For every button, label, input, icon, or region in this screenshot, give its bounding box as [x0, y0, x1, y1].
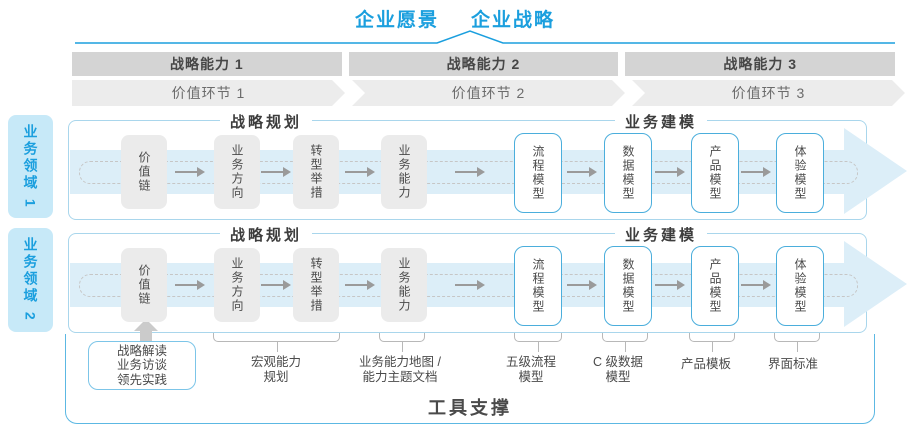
- box-transformation: 转型举措: [293, 135, 339, 209]
- flow-arrow-icon: [741, 280, 771, 290]
- brace-data-c: [602, 333, 648, 352]
- flow-arrow-icon: [567, 167, 597, 177]
- flow-arrow-icon: [655, 167, 685, 177]
- box-data-model: 数据模型: [604, 246, 652, 326]
- planning-header: 战略规划: [219, 111, 313, 132]
- box-process-model: 流程模型: [514, 246, 562, 326]
- box-experience-model: 体验模型: [776, 246, 824, 326]
- annotation-macro-capability: 宏观能力 规划: [250, 355, 302, 384]
- annotation-product-template: 产品模板: [680, 357, 732, 371]
- flow-arrow-icon: [655, 280, 685, 290]
- value-link-3: 价值环节 3: [632, 80, 905, 106]
- brace-macro-capability: [213, 333, 340, 352]
- capability-bar-2: 战略能力 2: [348, 52, 619, 76]
- domain-label-1: 业务领域 1: [8, 115, 53, 218]
- annotation-process-l5: 五级流程 模型: [505, 355, 557, 384]
- value-link-row: 价值环节 1 价值环节 2 价值环节 3: [72, 80, 905, 106]
- flow-arrow-icon: [175, 280, 205, 290]
- box-data-model: 数据模型: [604, 133, 652, 213]
- brace-product-template: [689, 333, 735, 352]
- flow-arrow-icon: [345, 280, 375, 290]
- domain-label-2: 业务领域 2: [8, 228, 53, 332]
- capability-bar-3: 战略能力 3: [625, 52, 896, 76]
- dashed-placeholder-band: [79, 274, 858, 297]
- box-business-direction: 业务方向: [214, 248, 260, 322]
- box-product-model: 产品模型: [691, 246, 739, 326]
- brace-capability-map: [379, 333, 425, 352]
- domain-lane-2: 战略规划 业务建模 价值链 业务方向 转型举措 业务能力 流程模型 数据模型 产…: [68, 224, 907, 333]
- annotation-ui-standard: 界面标准: [767, 357, 819, 371]
- flow-arrow-icon: [741, 167, 771, 177]
- enterprise-strategy-title: 企业战略: [471, 10, 556, 31]
- box-value-chain: 价值链: [121, 248, 167, 322]
- annotation-capability-map: 业务能力地图 / 能力主题文档: [359, 355, 441, 384]
- flow-arrow-icon: [567, 280, 597, 290]
- box-business-capability: 业务能力: [381, 135, 427, 209]
- box-transformation: 转型举措: [293, 248, 339, 322]
- box-value-chain: 价值链: [121, 135, 167, 209]
- flow-arrow-icon: [345, 167, 375, 177]
- capability-bar-1: 战略能力 1: [72, 52, 342, 76]
- flow-arrow-icon: [175, 167, 205, 177]
- modeling-header: 业务建模: [614, 224, 708, 245]
- planning-header: 战略规划: [219, 224, 313, 245]
- tool-support-label: 工具支撑: [428, 398, 512, 418]
- box-product-model: 产品模型: [691, 133, 739, 213]
- tool-support-box: [65, 334, 875, 424]
- flow-arrow-icon: [455, 280, 485, 290]
- practice-annotation-box: 战略解读 业务访谈 领先实践: [88, 341, 196, 390]
- box-business-direction: 业务方向: [214, 135, 260, 209]
- box-business-capability: 业务能力: [381, 248, 427, 322]
- brace-ui-standard: [774, 333, 820, 352]
- flow-arrow-icon: [455, 167, 485, 177]
- dashed-placeholder-band: [79, 161, 858, 184]
- box-process-model: 流程模型: [514, 133, 562, 213]
- modeling-header: 业务建模: [614, 111, 708, 132]
- value-link-2: 价值环节 2: [352, 80, 625, 106]
- domain-lane-1: 战略规划 业务建模 价值链 业务方向 转型举措 业务能力 流程模型 数据模型 产…: [68, 111, 907, 220]
- vision-connector-line: [75, 30, 895, 44]
- flow-arrow-icon: [261, 280, 291, 290]
- enterprise-vision-title: 企业愿景: [354, 10, 439, 31]
- strategic-capability-row: 战略能力 1 战略能力 2 战略能力 3: [72, 52, 896, 76]
- brace-process-l5: [514, 333, 562, 352]
- top-title-row: 企业愿景 企业战略: [0, 5, 910, 32]
- flow-arrow-icon: [261, 167, 291, 177]
- value-link-1: 价值环节 1: [72, 80, 345, 106]
- annotation-data-c: C 级数据 模型: [592, 355, 644, 384]
- box-experience-model: 体验模型: [776, 133, 824, 213]
